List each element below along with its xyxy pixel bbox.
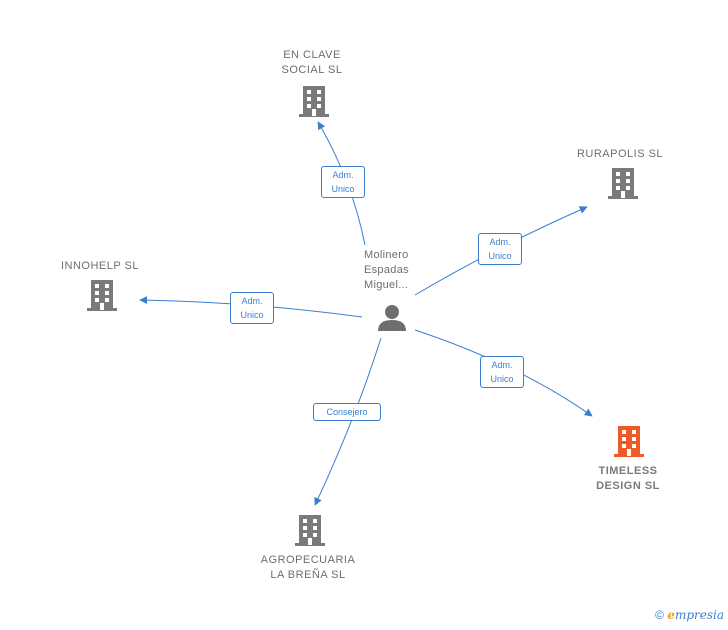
company-label-rurapolis[interactable]: RURAPOLIS SL xyxy=(576,148,664,160)
building-icon-timeless-design[interactable] xyxy=(614,426,644,457)
company-label-timeless-design[interactable]: TIMELESS DESIGN SL xyxy=(596,465,660,492)
building-icon-rurapolis[interactable] xyxy=(608,168,638,199)
company-label-en-clave-social[interactable]: EN CLAVE SOCIAL SL xyxy=(281,49,343,76)
building-icon-agropecuaria[interactable] xyxy=(295,515,325,546)
edge-agropecuaria xyxy=(314,337,382,506)
relation-label-agropecuaria: Consejero xyxy=(313,403,381,421)
relation-label-innohelp: Adm. Unico xyxy=(230,292,274,324)
brand-logo-e: e xyxy=(667,608,675,622)
relation-label-timeless-design: Adm. Unico xyxy=(480,356,524,388)
company-label-innohelp[interactable]: INNOHELP SL xyxy=(60,260,140,272)
relation-label-en-clave-social: Adm. Unico xyxy=(321,166,365,198)
person-name[interactable]: Molinero Espadas Miguel... xyxy=(364,249,409,291)
brand-logo: © empresia xyxy=(655,608,724,622)
copyright-symbol: © xyxy=(655,608,664,622)
building-icon-innohelp[interactable] xyxy=(87,280,117,311)
building-icon-en-clave-social[interactable] xyxy=(299,86,329,117)
brand-logo-text: mpresia xyxy=(674,608,724,622)
relation-label-rurapolis: Adm. Unico xyxy=(478,233,522,265)
company-label-agropecuaria[interactable]: AGROPECUARIA LA BREÑA SL xyxy=(260,554,356,581)
person-icon[interactable] xyxy=(378,305,406,331)
